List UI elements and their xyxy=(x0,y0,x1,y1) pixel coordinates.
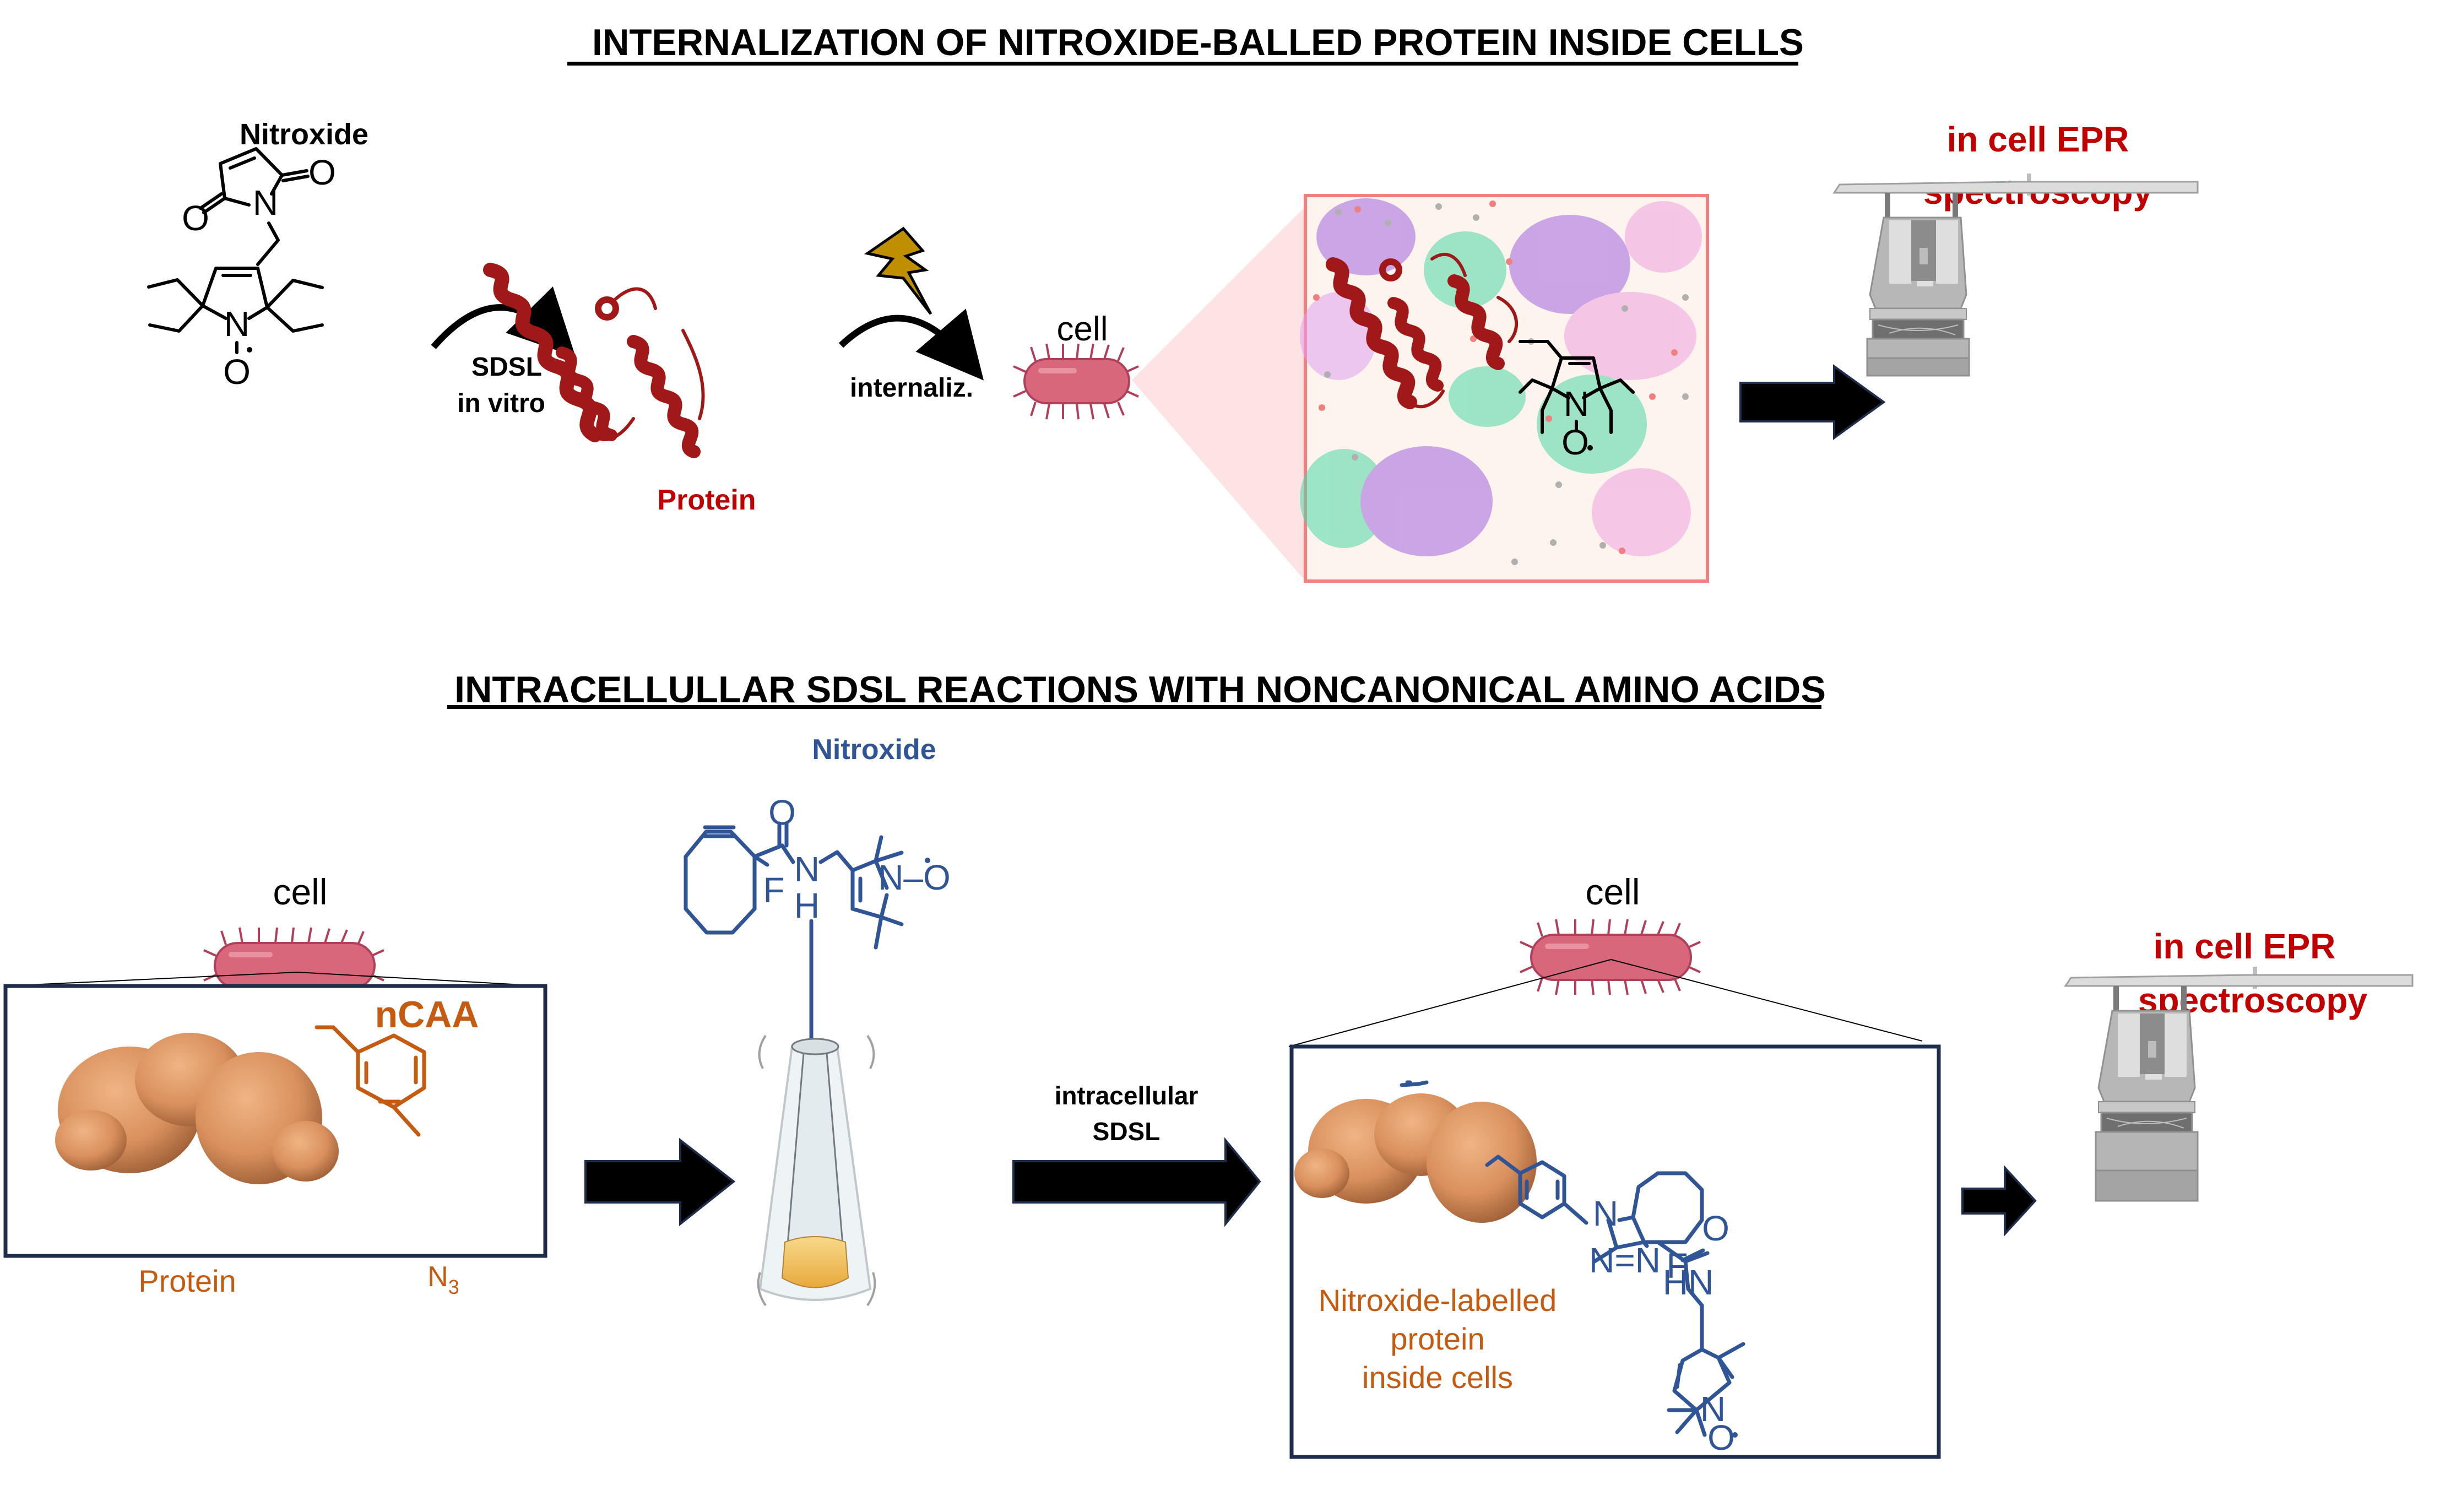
epr-label-top-line1: in cell EPR xyxy=(1947,120,2129,159)
step1-label-line2: in vitro xyxy=(457,389,545,418)
step2-label: internaliz. xyxy=(850,373,973,403)
cell-pili xyxy=(1520,919,1701,995)
ethyl-groups xyxy=(147,278,324,333)
helix-3 xyxy=(627,335,701,458)
curved-arrow-2 xyxy=(838,308,984,381)
protein-ribbon-image xyxy=(483,263,705,458)
carbonyl-bond-right xyxy=(280,169,310,182)
ncaa-protein-box: nCAA Protein N3 xyxy=(3,984,547,1298)
cell-body-bottom-left xyxy=(214,942,376,989)
cell-pili xyxy=(1013,343,1139,420)
zoom-cone-top xyxy=(1132,207,1305,581)
atom-hn-product: HN xyxy=(1663,1262,1713,1302)
protein-label-top: Protein xyxy=(657,484,756,516)
triazole-nn: N=N xyxy=(1589,1240,1661,1280)
block-arrow-bottom-3 xyxy=(1961,1164,2037,1237)
atom-n-nitroxide: N xyxy=(224,304,250,344)
radical-dot xyxy=(247,347,252,353)
protein-label-bottom: Protein xyxy=(138,1264,236,1298)
block-arrow-bottom-1 xyxy=(584,1137,736,1227)
methylene-linker xyxy=(256,221,280,266)
top-section-title: INTERNALIZATION OF NITROXIDE-BALLED PROT… xyxy=(567,21,1804,66)
atom-f-blue: F xyxy=(763,870,784,910)
atom-o-left: O xyxy=(182,198,209,238)
water-molecule-dots xyxy=(1313,200,1678,554)
atom-n-maleimide: N xyxy=(253,183,278,223)
triazole-n1: N xyxy=(1593,1194,1618,1233)
protein-surface-left xyxy=(55,1033,339,1184)
block-arrow-top xyxy=(1739,364,1886,440)
bottom-title-text: INTRACELLULLAR SDSL REACTIONS WITH NONCA… xyxy=(454,669,1826,711)
intracellular-sdsl-label-line1: intracellular xyxy=(1055,1081,1199,1110)
crowding-macromolecules xyxy=(1300,198,1702,556)
radical-dot-product xyxy=(1732,1432,1738,1438)
attached-nitroxide-top xyxy=(1519,340,1635,434)
azidophenylalanine-structure xyxy=(314,1025,426,1137)
zoom-lines-left xyxy=(5,972,543,987)
cell-body-bottom-right xyxy=(1530,934,1692,981)
nitroxide-label-bottom: Nitroxide xyxy=(812,734,936,766)
intracellular-sdsl-label-line2: SDSL xyxy=(1093,1117,1161,1146)
cell-label-top: cell xyxy=(1056,310,1108,348)
bottom-section-title: INTRACELLULLAR SDSL REACTIONS WITH NONCA… xyxy=(447,669,1826,711)
atom-n-in-cell: N xyxy=(1564,384,1589,424)
atom-o-right: O xyxy=(308,153,336,192)
cell-label-bottom-left: cell xyxy=(273,871,327,912)
protein-surface-right xyxy=(1294,1093,1537,1223)
step1-label-line1: SDSL xyxy=(471,353,542,382)
atom-h-amide-blue: H xyxy=(794,886,820,925)
atom-o-blue: O xyxy=(768,793,796,832)
ncaa-label: nCAA xyxy=(375,994,479,1036)
product-label-line2: protein xyxy=(1390,1321,1484,1356)
arrow-sdsl-in-vitro: SDSL in vitro xyxy=(431,286,576,418)
atom-o-in-cell: O xyxy=(1561,422,1589,462)
azide-label: N3 xyxy=(427,1261,459,1298)
atom-n-o-blue: N–O xyxy=(878,858,951,897)
curved-arrow-1 xyxy=(431,286,576,357)
triazole-nitroxide-product-structure xyxy=(1400,1080,1745,1437)
radical-dot-in-cell xyxy=(1587,445,1593,451)
labelled-protein-box: N N=N O F HN N O Nitroxide-labelled prot… xyxy=(1289,1044,1941,1459)
cyclooctyne-nitroxide-structure xyxy=(684,821,904,1123)
nitroxide-label-top: Nitroxide xyxy=(240,118,368,151)
protein-ribbon-in-cell xyxy=(1326,252,1518,409)
helix-2 xyxy=(556,346,617,441)
cell-interior-zoom-box: N O xyxy=(1300,194,1709,583)
azide-n: N xyxy=(427,1261,448,1293)
atom-n-amide-blue: N xyxy=(794,849,820,889)
product-label-line3: inside cells xyxy=(1362,1360,1513,1395)
top-title-text: INTERNALIZATION OF NITROXIDE-BALLED PROT… xyxy=(592,21,1804,63)
epr-spectrometer-top xyxy=(1832,174,2199,377)
atom-o-radical: O xyxy=(223,352,251,392)
radical-dot-blue xyxy=(925,858,930,863)
azide-subscript: 3 xyxy=(448,1276,459,1298)
shaking-flask-icon xyxy=(757,1034,876,1307)
cell-highlight xyxy=(1038,368,1077,373)
bottom-title-underline xyxy=(447,705,1821,709)
cell-body-top xyxy=(1023,358,1130,404)
short-helix-turn xyxy=(595,296,619,321)
cell-bottom-left: cell xyxy=(5,871,543,1004)
product-label-line1: Nitroxide-labelled xyxy=(1319,1283,1557,1318)
cell-bottom-right: cell xyxy=(1288,871,1923,1047)
atom-n-product: N xyxy=(1700,1389,1726,1429)
carbonyl-bond-left xyxy=(199,192,226,214)
maleimide-nitroxide-structure: Nitroxide O O N N O xyxy=(147,118,368,392)
lightning-bolt-icon xyxy=(864,226,932,315)
loop-regions xyxy=(593,287,705,442)
zoom-lines-right xyxy=(1288,959,1923,1047)
top-title-underline xyxy=(567,62,1798,66)
epr-spectrometer-bottom xyxy=(2064,967,2414,1202)
cell-top: cell xyxy=(1013,310,1139,420)
block-arrow-bottom-2 xyxy=(1012,1137,1261,1227)
atom-f-product: F xyxy=(1666,1246,1688,1286)
arrow-internalization: internaliz. xyxy=(838,308,984,403)
cell-label-bottom-right: cell xyxy=(1585,871,1640,912)
atom-o-radical-product: O xyxy=(1707,1418,1735,1457)
epr-label-bottom-line1: in cell EPR xyxy=(2154,926,2336,966)
atom-o-product: O xyxy=(1702,1208,1729,1248)
